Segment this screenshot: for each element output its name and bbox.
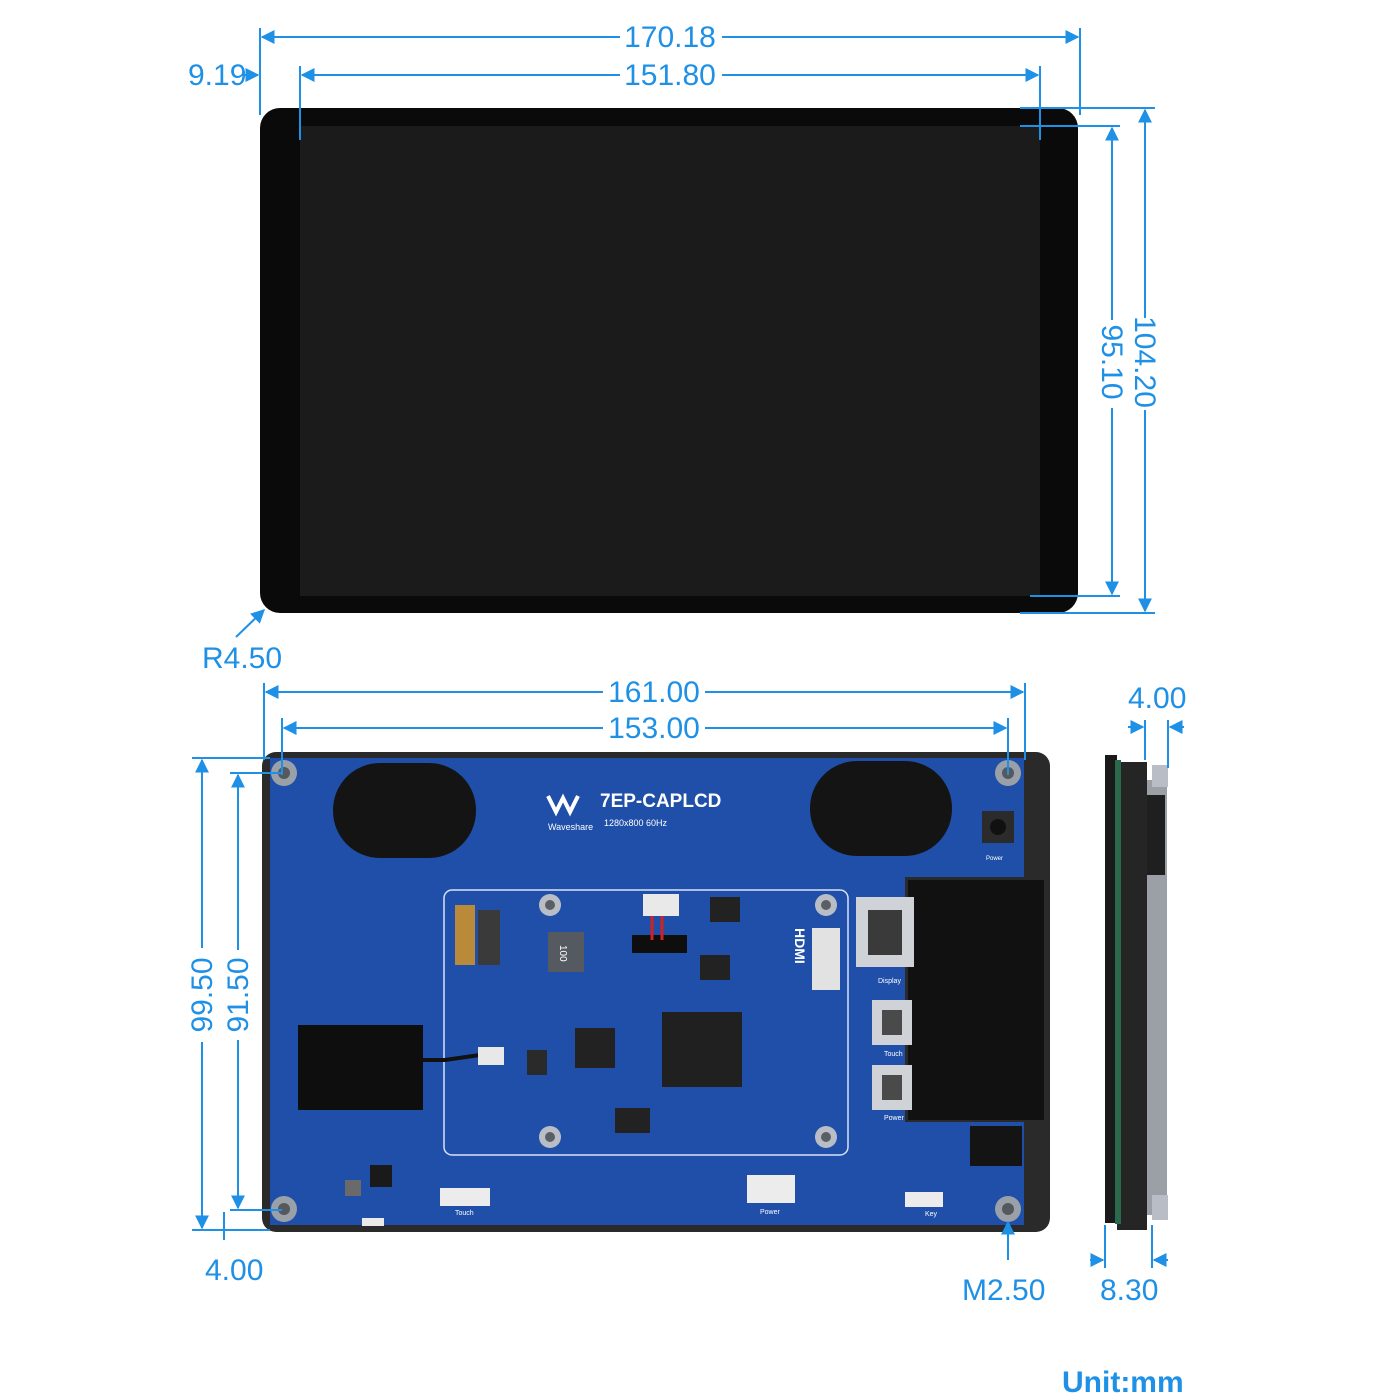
hdmi-label: HDMI	[792, 928, 808, 964]
audio-jack	[970, 1126, 1022, 1166]
power-key-label: Power	[986, 856, 1003, 862]
inductor	[548, 932, 584, 972]
back-overall-width-label: 161.00	[608, 676, 700, 709]
back-pcb	[270, 758, 1024, 1225]
back-hole-spacing-width-label: 153.00	[608, 712, 700, 745]
back-panel-cutout	[908, 880, 1044, 1120]
side-speaker	[1147, 795, 1165, 875]
lcd-fpc-connector	[455, 905, 475, 965]
front-display-width-label: 151.80	[624, 59, 716, 92]
side-top-thickness-label: 4.00	[1128, 682, 1186, 715]
power-header-label: Power	[760, 1209, 781, 1216]
pcb-standoff	[539, 1126, 561, 1148]
side-pcb	[1115, 760, 1121, 1224]
side-backplate	[1147, 780, 1167, 1215]
back-hole-spacing-height-label: 91.50	[222, 957, 255, 1032]
side-glass	[1105, 755, 1117, 1223]
key-header-label: Key	[925, 1211, 938, 1218]
fpc-connector	[478, 1047, 504, 1065]
side-view: 4.00 8.30	[1090, 682, 1186, 1307]
back-hole-size-label: M2.50	[962, 1274, 1045, 1307]
pcb-standoff	[815, 1126, 837, 1148]
back-overall-height-label: 99.50	[186, 957, 219, 1032]
touch-panel-pad	[298, 1025, 423, 1110]
side-standoff	[1152, 1195, 1168, 1220]
touch-header-label: Touch	[455, 1210, 474, 1217]
front-display-height-label: 95.10	[1095, 324, 1128, 399]
mounting-hole	[995, 1196, 1021, 1222]
front-corner-radius-label: R4.50	[202, 642, 282, 675]
pcb-inner-area	[443, 889, 849, 1156]
display-port-label: Display	[878, 978, 901, 985]
front-screen	[300, 126, 1040, 596]
front-overall-width-label: 170.18	[624, 21, 716, 54]
unit-label: Unit:mm	[1062, 1366, 1184, 1399]
power-usb-label: Power	[884, 1115, 905, 1122]
pcb-spec: 1280x800 60Hz	[604, 818, 668, 828]
top-white-connector	[643, 894, 679, 916]
waveshare-logo-icon	[546, 793, 580, 817]
speaker-left	[333, 763, 476, 858]
side-bezel	[1117, 762, 1147, 1230]
pcb-standoff	[539, 894, 561, 916]
pcb-model: 7EP-CAPLCD	[600, 791, 721, 812]
back-hole-offset-label: 4.00	[205, 1254, 263, 1287]
speaker-right	[810, 761, 952, 856]
back-view: Waveshare 7EP-CAPLCD 1280x800 60Hz Power…	[186, 676, 1050, 1307]
side-total-thickness-label: 8.30	[1100, 1274, 1158, 1307]
main-controller-chip	[662, 1012, 742, 1087]
front-view: 170.18 151.80 9.19 104.20 95.10 R4.50	[188, 21, 1161, 675]
pcb-standoff	[815, 894, 837, 916]
mounting-hole	[271, 1196, 297, 1222]
power-header	[747, 1175, 795, 1203]
touch-header	[440, 1188, 490, 1206]
key-header	[905, 1192, 943, 1207]
front-overall-height-label: 104.20	[1128, 316, 1161, 408]
pcb-brand: Waveshare	[548, 822, 593, 832]
inductor-label: 100	[557, 945, 568, 962]
front-bezel-side-label: 9.19	[188, 59, 246, 92]
touch-usb-label: Touch	[884, 1051, 903, 1058]
side-standoff	[1152, 765, 1168, 787]
